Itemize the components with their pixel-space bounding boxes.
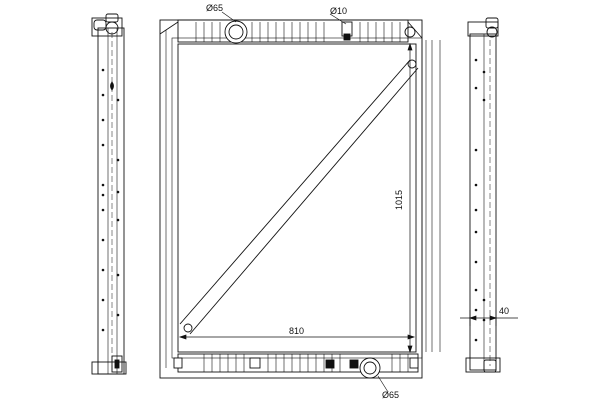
radiator-frame [159,19,423,379]
outlet-port [359,357,381,379]
front-view [159,11,441,393]
top-tank [177,19,409,43]
small-port-diameter-label: Ø10 [330,6,347,16]
left-top-cap [91,17,123,37]
height-dimension [407,42,413,354]
core-width-label: 810 [289,326,304,336]
side-view-right [460,17,518,373]
bottom-tank [177,353,419,373]
left-side-frame [97,27,125,375]
right-bottom-cap [465,357,501,373]
width-dimension [178,334,416,340]
inlet-diameter-label: Ø65 [206,3,223,13]
inlet-port [224,20,248,44]
left-side-mounting-points [101,68,120,332]
left-bottom-cap [91,361,127,375]
right-side-mounting-points [474,58,486,342]
top-right-bracket [404,26,416,38]
right-side-frame [469,33,497,371]
outlet-diameter-label: Ø65 [382,390,399,400]
core-height-label: 1015 [394,190,404,210]
side-view-left [91,13,127,375]
top-tank-ribs [195,22,401,42]
depth-label: 40 [499,306,509,316]
diagonal-brace [179,59,419,335]
radiator-core [177,43,417,353]
depth-dimension [460,310,518,326]
right-top-cap [467,21,499,37]
